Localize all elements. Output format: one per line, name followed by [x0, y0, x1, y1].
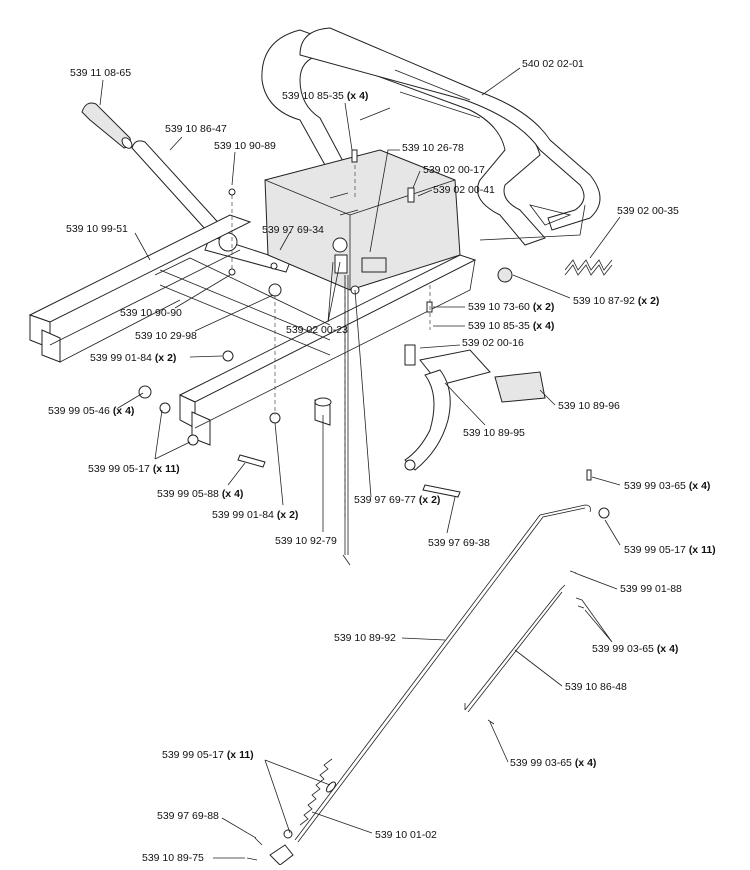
- label-539-11-08-65: 539 11 08-65: [70, 67, 132, 79]
- label-539-97-69-88: 539 97 69-88: [157, 810, 219, 822]
- label-539-99-03-65-a: 539 99 03-65 (x 4): [624, 480, 711, 492]
- vertical-rod: [342, 275, 351, 566]
- label-539-10-89-96: 539 10 89-96: [558, 400, 620, 412]
- label-539-99-05-17-c: 539 99 05-17 (x 11): [162, 749, 254, 761]
- label-539-10-85-35-a: 539 10 85-35 (x 4): [282, 90, 369, 102]
- main-frame: [28, 214, 477, 446]
- label-539-10-89-92: 539 10 89-92: [334, 632, 396, 644]
- handlebar-frame: [261, 27, 601, 246]
- label-539-10-89-95: 539 10 89-95: [463, 427, 525, 439]
- hardware: [138, 149, 461, 498]
- label-539-99-03-65-c: 539 99 03-65 (x 4): [510, 757, 597, 769]
- label-539-10-89-75: 539 10 89-75: [142, 852, 204, 864]
- label-539-99-03-65-b: 539 99 03-65 (x 4): [592, 643, 679, 655]
- label-539-10-99-51: 539 10 99-51: [66, 223, 128, 235]
- spring-rod-end: [246, 758, 336, 866]
- label-539-99-05-46: 539 99 05-46 (x 4): [48, 405, 135, 417]
- label-539-10-86-47: 539 10 86-47: [165, 123, 227, 135]
- label-539-10-90-89: 539 10 90-89: [214, 140, 276, 152]
- label-539-10-26-78: 539 10 26-78: [402, 142, 464, 154]
- label-539-97-69-38: 539 97 69-38: [428, 537, 490, 549]
- label-539-99-01-84-b: 539 99 01-84 (x 2): [212, 509, 299, 521]
- label-539-99-05-17-b: 539 99 05-17 (x 11): [624, 544, 716, 556]
- label-539-02-00-23: 539 02 00-23: [286, 324, 348, 336]
- label-539-10-92-79: 539 10 92-79: [275, 535, 337, 547]
- label-540-02-02-01: 540 02 02-01: [522, 58, 584, 70]
- lever-grip: [81, 102, 133, 149]
- label-539-99-01-88: 539 99 01-88: [620, 583, 682, 595]
- label-539-02-00-35: 539 02 00-35: [617, 205, 679, 217]
- long-rod: [294, 469, 610, 843]
- control-lever: [131, 140, 291, 273]
- label-539-99-05-17-a: 539 99 05-17 (x 11): [88, 463, 180, 475]
- label-539-10-87-92: 539 10 87-92 (x 2): [573, 295, 660, 307]
- label-539-97-69-34: 539 97 69-34: [262, 224, 324, 236]
- label-539-99-01-84-a: 539 99 01-84 (x 2): [90, 352, 177, 364]
- brake-pedal: [404, 349, 546, 471]
- leader-lines: [99, 67, 621, 859]
- short-rod: [464, 570, 585, 725]
- label-539-10-73-60: 539 10 73-60 (x 2): [468, 301, 555, 313]
- label-539-02-00-17: 539 02 00-17: [423, 164, 485, 176]
- label-539-02-00-41: 539 02 00-41: [433, 184, 495, 196]
- label-539-10-86-48: 539 10 86-48: [565, 681, 627, 693]
- label-539-97-69-77: 539 97 69-77 (x 2): [354, 494, 441, 506]
- label-539-10-29-98: 539 10 29-98: [135, 330, 197, 342]
- label-539-99-05-88: 539 99 05-88 (x 4): [157, 488, 244, 500]
- label-539-10-01-02: 539 10 01-02: [375, 829, 437, 841]
- label-539-02-00-16: 539 02 00-16: [462, 337, 524, 349]
- label-539-10-85-35-b: 539 10 85-35 (x 4): [468, 320, 555, 332]
- spring-assembly: [497, 259, 613, 283]
- alignment-lines: [231, 165, 431, 520]
- label-539-10-90-90: 539 10 90-90: [120, 307, 182, 319]
